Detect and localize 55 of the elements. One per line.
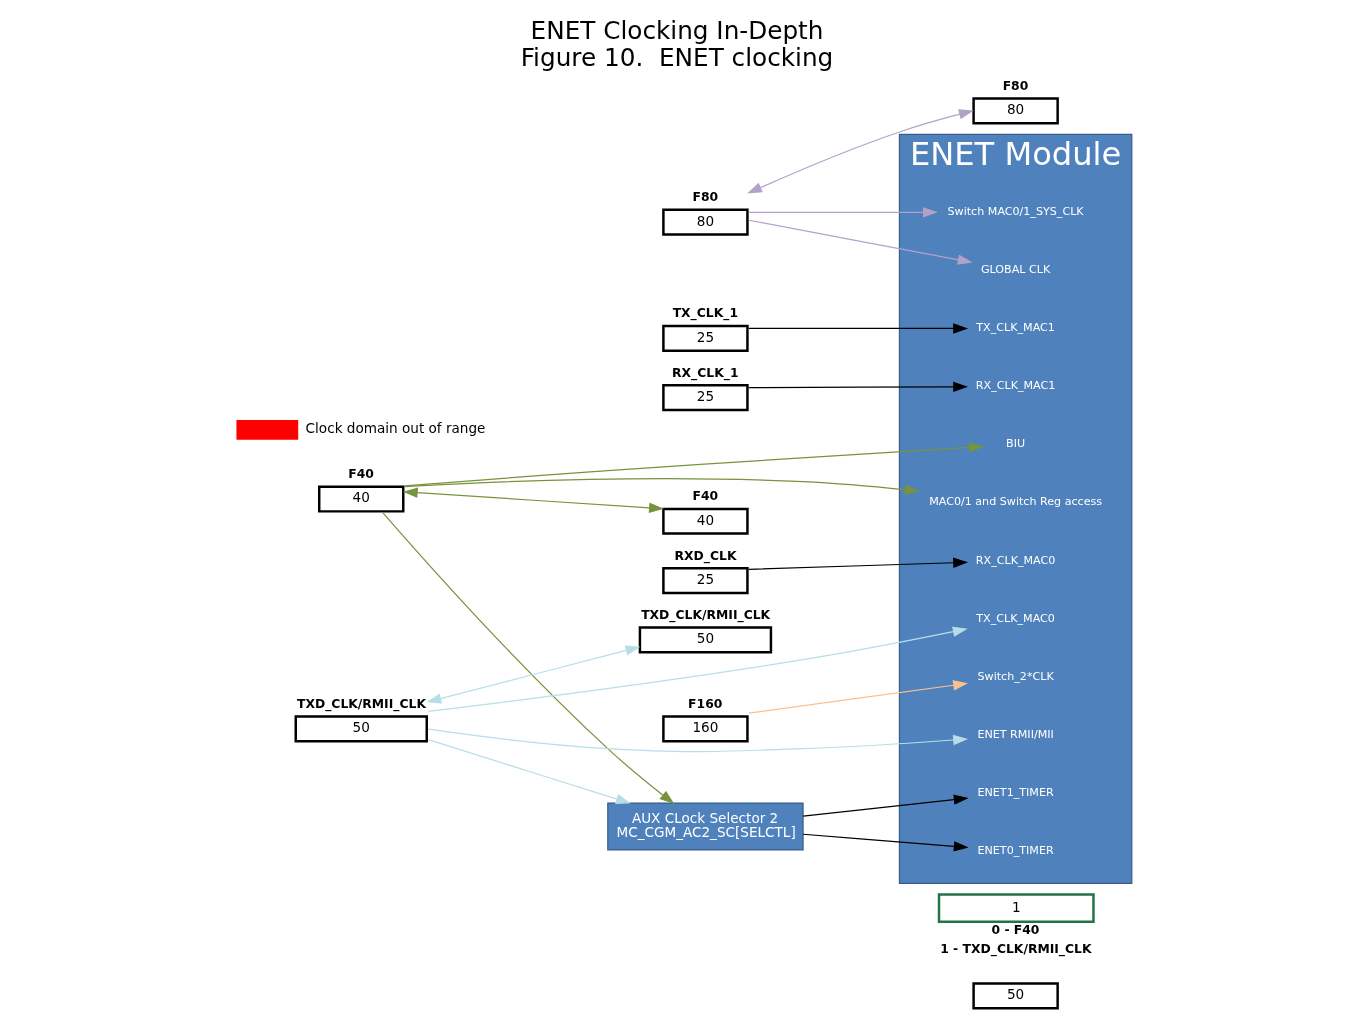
arrow [381, 511, 675, 804]
node-text: RX_CLK_MAC1 [975, 378, 1056, 392]
node-box: 40 [318, 484, 405, 513]
node-text: TX_CLK_MAC1 [976, 320, 1055, 334]
node-box: 40 [662, 507, 749, 535]
arrow [748, 219, 973, 265]
arrow [802, 794, 969, 817]
arrow [748, 557, 969, 570]
node-box: 50 [972, 981, 1059, 1009]
node-label: TX_CLK_1 [672, 305, 739, 320]
node-label: 0 - F40 [991, 922, 1040, 937]
node-text: GLOBAL CLK [980, 262, 1051, 276]
node-label: RXD_CLK [674, 548, 737, 563]
node-box: 80 [662, 208, 749, 236]
arrow [748, 322, 969, 334]
arrow [403, 441, 985, 486]
arrow [402, 487, 664, 513]
node-text: ENET RMII/MII [977, 727, 1054, 741]
node-label: F80 [692, 189, 719, 204]
arrow [427, 728, 969, 752]
arrow [427, 626, 968, 712]
node-label: RX_CLK_1 [672, 365, 739, 380]
node-label: F40 [692, 488, 719, 503]
node-text: ENET1_TIMER [977, 785, 1054, 799]
arrow [748, 206, 938, 217]
node-text: MAC0/1 and Switch Reg access [929, 494, 1103, 508]
node-text: Switch MAC0/1_SYS_CLK [947, 204, 1084, 218]
node-text: TX_CLK_MAC0 [976, 611, 1055, 625]
node-text: ENET0_TIMER [977, 843, 1054, 857]
node-box: 50 [294, 714, 428, 742]
arrow [427, 738, 631, 804]
node-text: BIU [1006, 436, 1026, 450]
arrow [426, 644, 641, 704]
node-label: F80 [1002, 78, 1029, 93]
node-box: 25 [662, 566, 749, 594]
arrow [747, 108, 974, 194]
arrow [748, 679, 969, 714]
node-label: TXD_CLK/RMII_CLK [296, 696, 426, 711]
node-box: 80 [972, 96, 1059, 125]
node-label: F160 [688, 696, 723, 711]
legend-label: Clock domain out of range [305, 419, 486, 436]
node-label: TXD_CLK/RMII_CLK [641, 607, 771, 622]
arrow [748, 381, 969, 392]
node-text: Switch_2*CLK [977, 669, 1054, 683]
node-text: RX_CLK_MAC0 [975, 553, 1056, 567]
diagram-title: ENET Clocking In-Depth [530, 15, 824, 45]
node-box: 25 [662, 324, 749, 352]
node-box: 1 [937, 892, 1095, 923]
node-box: 25 [662, 383, 749, 411]
node-box: 50 [638, 625, 773, 653]
arrow [404, 477, 920, 495]
node-box: 160 [662, 714, 749, 742]
arrow [802, 833, 969, 852]
node-label: F40 [348, 466, 374, 481]
node-label: 1 - TXD_CLK/RMII_CLK [940, 941, 1092, 956]
